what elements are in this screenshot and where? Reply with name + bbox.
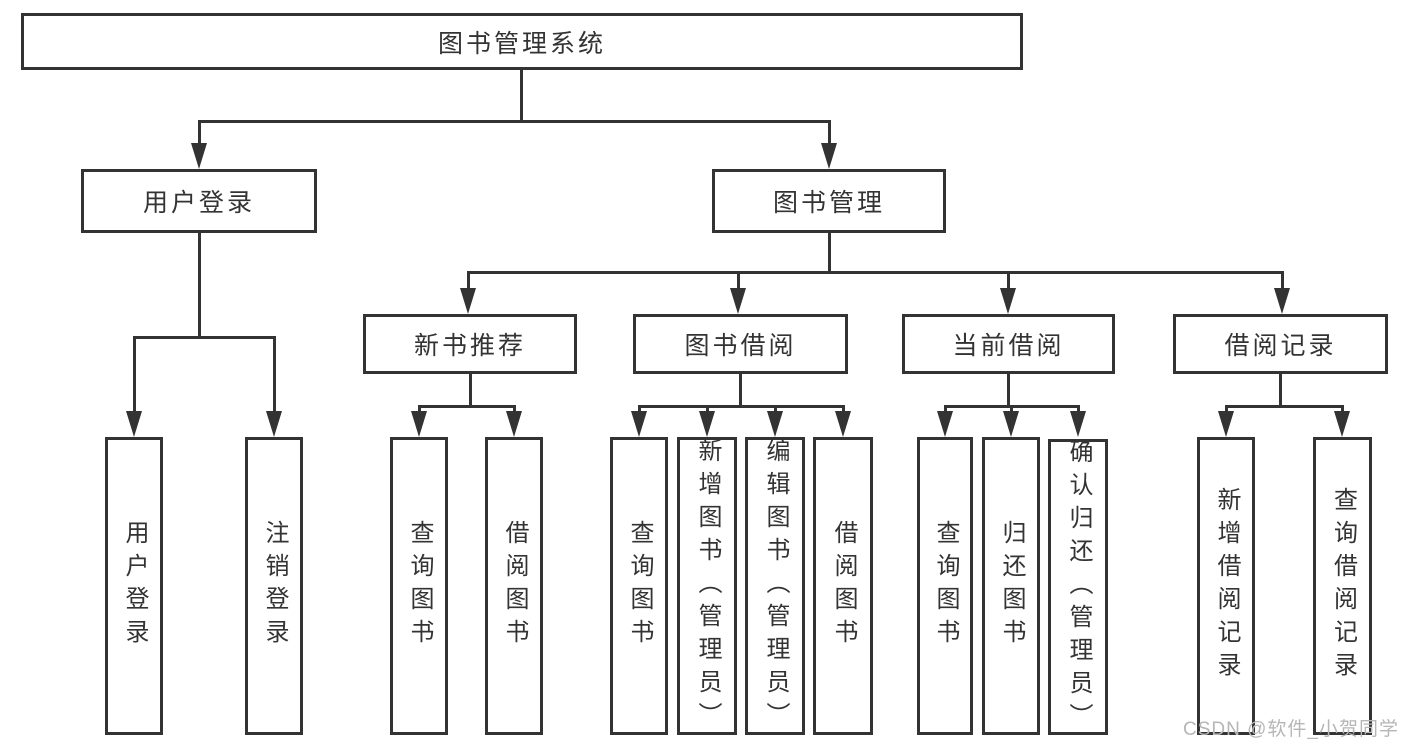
node-new-book-recommend: 新书推荐 (363, 314, 577, 374)
node-label: 归还图书 (998, 520, 1025, 652)
leaf-query-books-1: 查询图书 (390, 437, 448, 735)
leaf-query-books-3: 查询图书 (917, 437, 973, 735)
connector-arrow-shaft (774, 405, 777, 415)
leaf-edit-book-admin: 编辑图书（管理员） (745, 437, 805, 735)
node-root: 图书管理系统 (21, 13, 1023, 70)
connector-arrow-shaft (1225, 405, 1228, 415)
arrow-head (266, 411, 282, 437)
arrow-head (411, 411, 427, 437)
node-book-borrow: 图书借阅 (633, 314, 848, 374)
node-label: 注销登录 (261, 520, 288, 652)
arrow-head (1274, 288, 1290, 314)
arrow-head (835, 411, 851, 437)
connector-arrow-shaft (273, 336, 276, 416)
connector-arrow-shaft (467, 271, 470, 293)
connector-arrow-shaft (944, 405, 947, 415)
node-label: 编辑图书（管理员） (762, 437, 789, 735)
node-label: 借阅记录 (1224, 332, 1337, 360)
arrow-head (730, 288, 746, 314)
arrow-head (699, 411, 715, 437)
connector-arrow-shaft (513, 405, 516, 415)
node-user-login: 用户登录 (81, 169, 317, 233)
node-book-management: 图书管理 (712, 169, 946, 233)
arrow-head (1334, 411, 1350, 437)
connector-rail (638, 405, 845, 408)
arrow-head (1000, 288, 1016, 314)
leaf-return-book: 归还图书 (982, 437, 1040, 735)
connector-arrow-shaft (706, 405, 709, 415)
node-label: 新增借阅记录 (1213, 487, 1240, 685)
node-label: 新书推荐 (413, 332, 526, 360)
connector-book-mgmt-stem (828, 233, 831, 274)
leaf-query-borrow-record: 查询借阅记录 (1313, 437, 1372, 735)
arrow-head (191, 143, 207, 169)
connector-arrow-shaft (638, 405, 641, 415)
node-label: 图书借阅 (684, 332, 797, 360)
leaf-logout: 注销登录 (245, 437, 303, 735)
node-label: 当前借阅 (952, 332, 1065, 360)
connector-arrow-shaft (842, 405, 845, 415)
connector-arrow-shaft (1281, 271, 1284, 293)
connector-root-stem (520, 70, 523, 123)
node-label: 查询图书 (932, 520, 959, 652)
connector-arrow-shaft (1341, 405, 1344, 415)
leaf-add-borrow-record: 新增借阅记录 (1197, 437, 1255, 735)
connector-arrow-shaft (828, 120, 831, 150)
connector-rail (1225, 405, 1344, 408)
leaf-user-login: 用户登录 (105, 437, 163, 735)
connector-arrow-shaft (1007, 271, 1010, 293)
node-label: 确认归还（管理员） (1065, 438, 1092, 736)
leaf-borrow-books-2: 借阅图书 (813, 437, 873, 735)
node-label: 借阅图书 (830, 520, 857, 652)
node-label: 用户登录 (142, 189, 255, 217)
node-label: 图书管理 (772, 189, 885, 217)
leaf-confirm-return-admin: 确认归还（管理员） (1048, 438, 1108, 736)
node-label: 查询图书 (626, 520, 653, 652)
node-label: 图书管理系统 (437, 29, 606, 58)
arrow-head (1070, 411, 1086, 437)
arrow-head (126, 411, 142, 437)
node-borrow-record: 借阅记录 (1173, 314, 1388, 374)
arrow-head (937, 411, 953, 437)
connector-user-login-rail (133, 336, 276, 339)
arrow-head (1003, 411, 1019, 437)
arrow-head (767, 411, 783, 437)
connector-arrow-shaft (133, 336, 136, 416)
connector-stem (469, 374, 472, 408)
connector-book-mgmt-rail (467, 271, 1284, 274)
watermark: CSDN @软件_小贺同学 (1183, 719, 1399, 740)
leaf-add-book-admin: 新增图书（管理员） (677, 437, 737, 735)
connector-arrow-shaft (418, 405, 421, 415)
node-label: 查询借阅记录 (1329, 487, 1357, 685)
arrow-head (460, 288, 476, 314)
connector-stem (739, 374, 742, 408)
connector-rail (418, 405, 516, 408)
connector-root-rail (198, 120, 831, 123)
node-label: 查询图书 (406, 520, 433, 652)
connector-arrow-shaft (198, 120, 201, 150)
arrow-head (1218, 411, 1234, 437)
arrow-head (821, 143, 837, 169)
arrow-head (506, 411, 522, 437)
node-current-borrow: 当前借阅 (902, 314, 1115, 374)
connector-arrow-shaft (737, 271, 740, 293)
leaf-borrow-books-1: 借阅图书 (485, 437, 543, 735)
connector-stem (1007, 374, 1010, 408)
arrow-head (631, 411, 647, 437)
connector-stem (1279, 374, 1282, 408)
node-label: 借阅图书 (501, 520, 528, 652)
connector-arrow-shaft (1077, 405, 1080, 415)
connector-arrow-shaft (1010, 405, 1013, 415)
leaf-query-books-2: 查询图书 (610, 437, 668, 735)
node-label: 用户登录 (121, 520, 148, 652)
connector-user-login-stem (198, 232, 201, 339)
node-label: 新增图书（管理员） (694, 437, 721, 735)
